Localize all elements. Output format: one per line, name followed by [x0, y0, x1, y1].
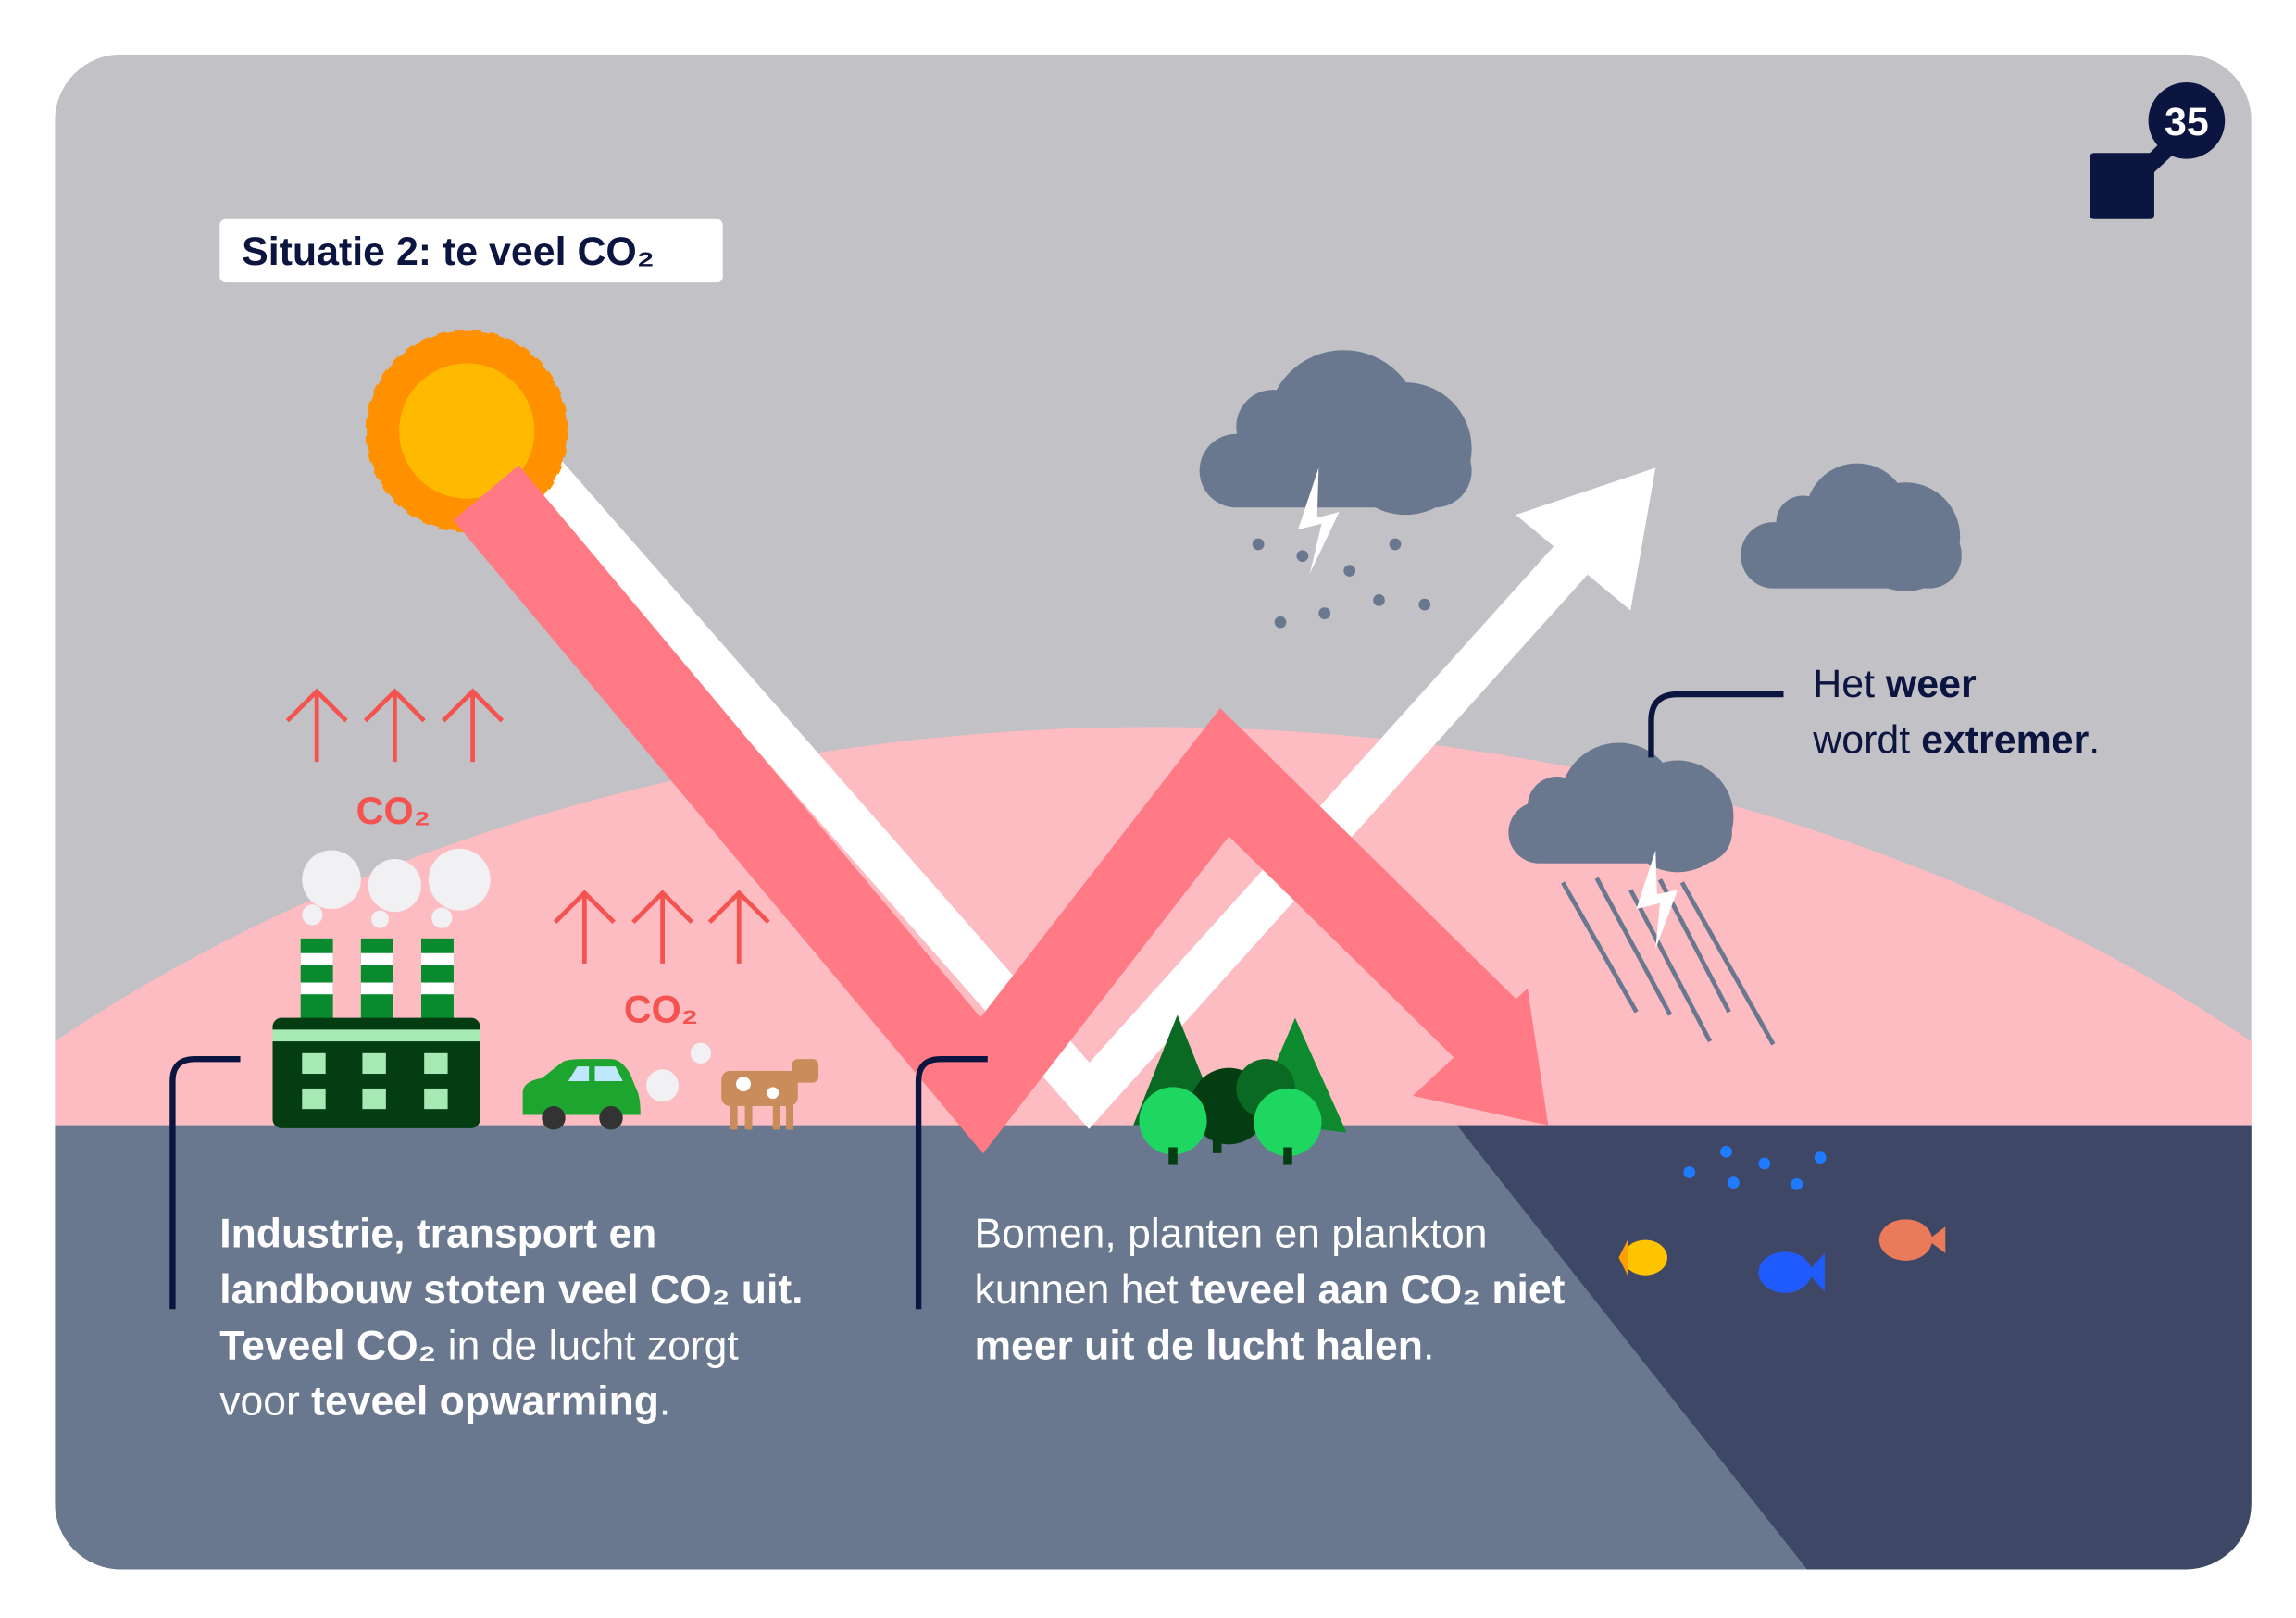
weather-text-line2: wordt extremer.	[1812, 718, 2100, 763]
trees-icon	[1133, 1014, 1347, 1165]
blue-fish-icon	[1758, 1251, 1825, 1293]
middle-description: Bomen, planten en plankton kunnen het te…	[974, 1212, 1565, 1369]
left-text-line4: voor teveel opwarming.	[219, 1379, 670, 1425]
left-text-line3: Teveel CO₂ in de lucht zorgt	[219, 1323, 739, 1368]
car-icon	[522, 1042, 712, 1130]
left-text-line1: Industrie, transport en	[219, 1212, 656, 1257]
pufferfish-icon	[1878, 1219, 1946, 1261]
trapped-heat-arrow	[453, 465, 1516, 1154]
storm-cloud-icon	[1199, 350, 1472, 629]
factory-icon	[272, 848, 491, 1128]
co2-label-factory: CO₂	[356, 790, 430, 832]
page-badge: 35	[2090, 81, 2226, 219]
co2-rising-arrows-car	[553, 890, 770, 964]
yellow-fish-icon	[1618, 1239, 1667, 1276]
cow-icon	[721, 1059, 819, 1130]
page-title: Situatie 2: te veel CO₂	[242, 230, 655, 274]
rain-cloud-icon	[1508, 742, 1776, 1046]
weather-callout-line	[1648, 691, 1784, 758]
left-text-line2: landbouw stoten veel CO₂ uit.	[219, 1267, 803, 1313]
reflected-heat-arrow	[498, 427, 1591, 1129]
middle-callout-line	[915, 1055, 988, 1310]
mid-text-line2: kunnen het teveel aan CO₂ niet	[974, 1267, 1565, 1313]
cloud-icon	[1741, 463, 1962, 591]
white-arrow-head	[1516, 467, 1656, 611]
co2-label-car: CO₂	[624, 988, 698, 1030]
weather-text-line1: Het weer	[1813, 662, 1977, 706]
ocean	[1456, 1125, 2252, 1570]
left-callout-line	[169, 1055, 241, 1310]
page-number: 35	[2165, 100, 2209, 144]
co2-rising-arrows-factory	[285, 688, 505, 763]
pink-arrow-head	[1413, 988, 1549, 1126]
mid-text-line3: meer uit de lucht halen.	[974, 1323, 1434, 1368]
left-description: Industrie, transport en landbouw stoten …	[219, 1212, 803, 1425]
title-box	[219, 218, 723, 283]
mid-text-line1: Bomen, planten en plankton	[974, 1212, 1487, 1257]
plankton-dots	[1683, 1145, 1827, 1190]
